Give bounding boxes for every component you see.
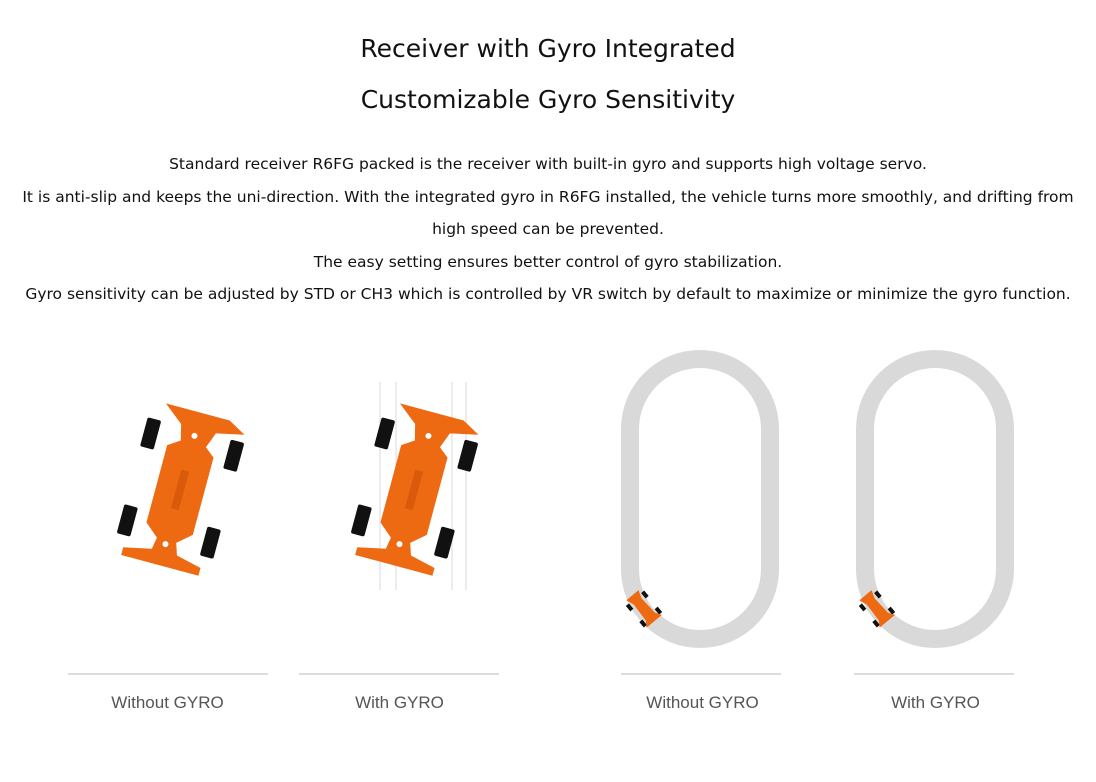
description-line: Standard receiver R6FG packed is the rec… xyxy=(169,155,927,173)
figure-without-gyro-track: Without GYRO xyxy=(610,345,795,720)
rc-car-illustration xyxy=(351,382,479,590)
description-line: It is anti-slip and keeps the uni-direct… xyxy=(22,187,1074,206)
caption-divider xyxy=(68,673,268,675)
body-ridge xyxy=(170,469,190,511)
rc-car-small xyxy=(625,590,663,628)
body-mount xyxy=(425,432,432,439)
figure-with-gyro-straight: With GYRO xyxy=(292,380,507,720)
description-line: high speed can be prevented. xyxy=(432,220,664,239)
tire xyxy=(858,603,867,612)
caption-without-gyro: Without GYRO xyxy=(646,693,759,712)
caption-divider xyxy=(621,673,781,675)
caption-divider xyxy=(299,673,499,675)
body-ridge xyxy=(404,469,424,511)
oval-track xyxy=(621,350,779,648)
figure-with-gyro-track: With GYRO xyxy=(843,345,1028,720)
heading-gyro-sensitivity: Customizable Gyro Sensitivity xyxy=(360,85,736,114)
tire xyxy=(200,526,221,559)
oval-track xyxy=(856,350,1014,648)
figure-without-gyro-straight: Without GYRO xyxy=(60,380,275,720)
tire xyxy=(434,526,455,559)
heading-gyro-integrated: Receiver with Gyro Integrated xyxy=(360,34,736,63)
tire xyxy=(140,417,161,450)
body-mount xyxy=(191,432,198,439)
tire xyxy=(654,606,663,615)
tire xyxy=(351,504,372,537)
rc-car-illustration xyxy=(117,403,245,576)
caption-without-gyro: Without GYRO xyxy=(111,693,224,712)
description-line: The easy setting ensures better control … xyxy=(313,252,783,271)
caption-with-gyro: With GYRO xyxy=(355,693,444,712)
tire xyxy=(117,504,138,537)
oval-track-illustration xyxy=(621,350,779,648)
body-mount xyxy=(162,541,169,548)
tire xyxy=(641,590,649,599)
tire xyxy=(639,619,647,628)
tire xyxy=(374,417,395,450)
rc-car-small xyxy=(858,590,896,628)
caption-divider xyxy=(854,673,1014,675)
tire xyxy=(874,590,882,599)
rc-car xyxy=(117,403,245,576)
oval-track-illustration xyxy=(856,350,1014,648)
car-body xyxy=(121,403,245,576)
tire xyxy=(223,439,244,472)
car-body xyxy=(859,590,895,628)
tire xyxy=(457,439,478,472)
caption-with-gyro: With GYRO xyxy=(891,693,980,712)
tire xyxy=(887,606,896,615)
car-body xyxy=(626,590,662,628)
description-block: Standard receiver R6FG packed is the rec… xyxy=(10,148,1086,311)
tire xyxy=(872,619,880,628)
tire xyxy=(625,603,634,612)
description-line: Gyro sensitivity can be adjusted by STD … xyxy=(25,285,1071,304)
rc-car xyxy=(351,403,479,576)
body-mount xyxy=(396,541,403,548)
